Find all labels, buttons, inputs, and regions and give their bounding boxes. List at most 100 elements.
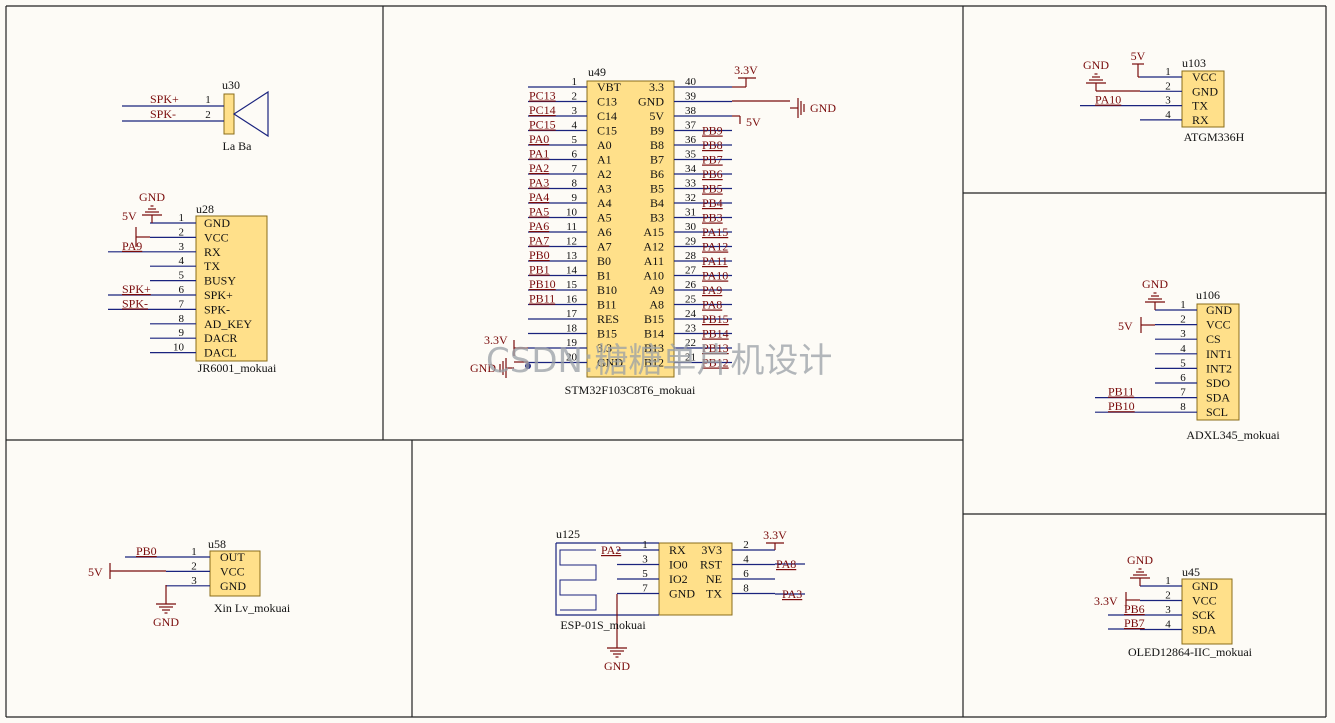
net-label: PB5 bbox=[702, 182, 723, 196]
component-name: ATGM336H bbox=[1184, 130, 1245, 144]
ground-label: GND bbox=[1142, 277, 1168, 291]
pin-name: B4 bbox=[650, 196, 664, 210]
pin-number: 15 bbox=[566, 279, 578, 291]
net-label: PB1 bbox=[529, 263, 550, 277]
pin-number: 9 bbox=[572, 192, 578, 204]
pin-name: SDA bbox=[1192, 623, 1216, 637]
pin-name: B0 bbox=[597, 254, 611, 268]
pin-name: VCC bbox=[204, 230, 229, 244]
pin-number: 7 bbox=[1180, 387, 1186, 399]
pin-name: A1 bbox=[597, 153, 612, 167]
pin-name: GND bbox=[1192, 84, 1218, 98]
net-label: PB15 bbox=[702, 312, 729, 326]
ground-symbol: GND bbox=[790, 98, 836, 118]
pin-name: RES bbox=[597, 312, 619, 326]
pin-number: 3 bbox=[179, 241, 185, 253]
power-label: 5V bbox=[1131, 49, 1146, 63]
ground-label: GND bbox=[1083, 58, 1109, 72]
pin-number: 2 bbox=[205, 109, 211, 121]
component-name: OLED12864-IIC_mokuai bbox=[1128, 645, 1253, 659]
net-label: PB6 bbox=[702, 167, 723, 181]
pin-number: 4 bbox=[179, 255, 185, 267]
net-label: PA8 bbox=[776, 557, 796, 571]
pin-number: 3 bbox=[572, 105, 578, 117]
pin-name: VCC bbox=[1192, 70, 1217, 84]
pin-name: C13 bbox=[597, 95, 617, 109]
net-label: PB11 bbox=[1108, 385, 1134, 399]
power-label: 3.3V bbox=[484, 333, 508, 347]
component-name: La Ba bbox=[223, 139, 253, 153]
pin-number: 4 bbox=[572, 120, 578, 132]
pin-number: 8 bbox=[572, 178, 578, 190]
pin-number: 27 bbox=[685, 265, 697, 277]
net-label: PA6 bbox=[529, 219, 549, 233]
pin-name: DACL bbox=[204, 346, 237, 360]
pin-number: 1 bbox=[205, 94, 211, 106]
pin-number: 24 bbox=[685, 308, 697, 320]
pin-name: RX bbox=[669, 543, 686, 557]
ic-body bbox=[195, 215, 268, 362]
pin-name: INT1 bbox=[1206, 347, 1232, 361]
net-label: PB7 bbox=[702, 153, 723, 167]
net-label: PA1 bbox=[529, 147, 549, 161]
ic-body bbox=[1181, 578, 1233, 645]
pin-name: TX bbox=[706, 587, 722, 601]
pin-number: 4 bbox=[1180, 343, 1186, 355]
pin-number: 7 bbox=[179, 298, 185, 310]
pin-name: B12 bbox=[644, 356, 664, 370]
pin-number: 32 bbox=[685, 192, 696, 204]
pin-number: 1 bbox=[179, 212, 185, 224]
pin-name: A0 bbox=[597, 138, 612, 152]
net-label: SPK- bbox=[122, 296, 148, 310]
pin-number: 34 bbox=[685, 163, 697, 175]
net-label: PC14 bbox=[529, 103, 556, 117]
pin-name: GND bbox=[204, 216, 230, 230]
pin-name: 5V bbox=[649, 109, 664, 123]
pin-name: B15 bbox=[644, 312, 664, 326]
pin-number: 8 bbox=[743, 583, 749, 595]
pin-name: VCC bbox=[1192, 594, 1217, 608]
net-label: PB4 bbox=[702, 196, 723, 210]
pin-name: SDA bbox=[1206, 391, 1230, 405]
pin-number: 36 bbox=[685, 134, 697, 146]
component-ref: u49 bbox=[588, 65, 606, 79]
pin-number: 2 bbox=[1165, 590, 1171, 602]
antenna-trace bbox=[559, 549, 597, 611]
pin-name: VBT bbox=[597, 80, 622, 94]
pin-number: 6 bbox=[743, 568, 749, 580]
pin-number: 22 bbox=[685, 337, 696, 349]
net-label: PB12 bbox=[702, 356, 729, 370]
net-label: PB6 bbox=[1124, 602, 1145, 616]
pin-name: B1 bbox=[597, 269, 611, 283]
pin-number: 2 bbox=[743, 539, 749, 551]
power-label: 3.3V bbox=[734, 63, 758, 77]
pin-name: A12 bbox=[643, 240, 664, 254]
pin-number: 1 bbox=[1165, 66, 1171, 78]
pin-number: 25 bbox=[685, 294, 697, 306]
pin-number: 26 bbox=[685, 279, 697, 291]
pin-name: B3 bbox=[650, 211, 664, 225]
pin-number: 35 bbox=[685, 149, 697, 161]
sheet-frame bbox=[5, 5, 1327, 718]
pin-name: IO0 bbox=[669, 558, 688, 572]
pin-number: 4 bbox=[1165, 109, 1171, 121]
pin-name: RST bbox=[700, 558, 723, 572]
ic-body bbox=[1181, 70, 1225, 128]
pin-name: SCL bbox=[1206, 405, 1228, 419]
pin-number: 19 bbox=[566, 337, 578, 349]
pin-name: A3 bbox=[597, 182, 612, 196]
net-label: PB11 bbox=[529, 292, 555, 306]
pin-name: B7 bbox=[650, 153, 664, 167]
pin-name: A2 bbox=[597, 167, 612, 181]
pin-number: 10 bbox=[173, 342, 185, 354]
net-label: PA11 bbox=[702, 254, 728, 268]
pin-name: BUSY bbox=[204, 274, 236, 288]
net-label: PA9 bbox=[702, 283, 722, 297]
net-label: PA0 bbox=[529, 132, 549, 146]
component-ref: u28 bbox=[196, 202, 214, 216]
pin-number: 39 bbox=[685, 91, 697, 103]
pin-number: 40 bbox=[685, 76, 697, 88]
pin-name: A5 bbox=[597, 211, 612, 225]
